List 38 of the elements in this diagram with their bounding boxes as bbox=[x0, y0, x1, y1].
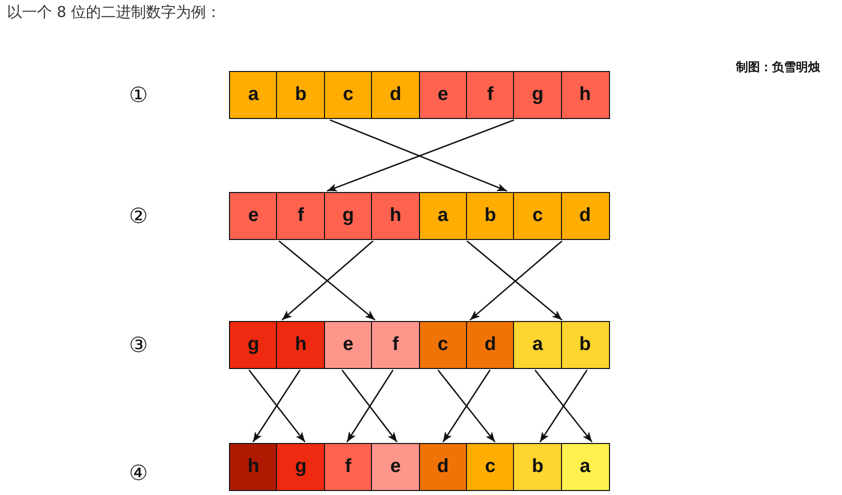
author-credit: 制图：负雪明烛 bbox=[736, 59, 820, 76]
bit-cell: a bbox=[560, 443, 610, 491]
bit-cell: c bbox=[324, 71, 373, 119]
bit-cell: c bbox=[513, 192, 562, 240]
bit-cell: b bbox=[276, 71, 326, 119]
bit-cell: a bbox=[229, 71, 278, 119]
bit-cell: b bbox=[560, 321, 610, 369]
bit-cell: b bbox=[513, 443, 562, 491]
bit-cell: e bbox=[229, 192, 278, 240]
bit-cell: f bbox=[466, 71, 515, 119]
bit-cell: f bbox=[324, 443, 373, 491]
row-number: ③ bbox=[129, 333, 148, 357]
row-number: ② bbox=[129, 204, 148, 228]
bit-cell: h bbox=[276, 321, 326, 369]
bit-cell: a bbox=[513, 321, 562, 369]
bit-cell: f bbox=[371, 321, 420, 369]
bit-cell: h bbox=[371, 192, 420, 240]
bit-cell: g bbox=[229, 321, 278, 369]
bit-cell: c bbox=[466, 443, 515, 491]
bit-cell: d bbox=[418, 443, 468, 491]
bit-cell: h bbox=[229, 443, 278, 491]
bit-cell: f bbox=[276, 192, 326, 240]
bit-cell: d bbox=[560, 192, 610, 240]
row-number: ④ bbox=[129, 461, 148, 485]
bit-cell: b bbox=[466, 192, 515, 240]
bit-cell: h bbox=[560, 71, 610, 119]
bit-cell: g bbox=[324, 192, 373, 240]
bit-cell: e bbox=[418, 71, 468, 119]
bit-cell: g bbox=[276, 443, 326, 491]
bit-cell: e bbox=[324, 321, 373, 369]
bit-cell: c bbox=[418, 321, 468, 369]
bit-cell: a bbox=[418, 192, 468, 240]
bit-cell: e bbox=[371, 443, 420, 491]
bit-cell: d bbox=[466, 321, 515, 369]
row-number: ① bbox=[129, 83, 148, 107]
bit-cell: g bbox=[513, 71, 562, 119]
title: 以一个 8 位的二进制数字为例： bbox=[7, 3, 222, 22]
bit-cell: d bbox=[371, 71, 420, 119]
